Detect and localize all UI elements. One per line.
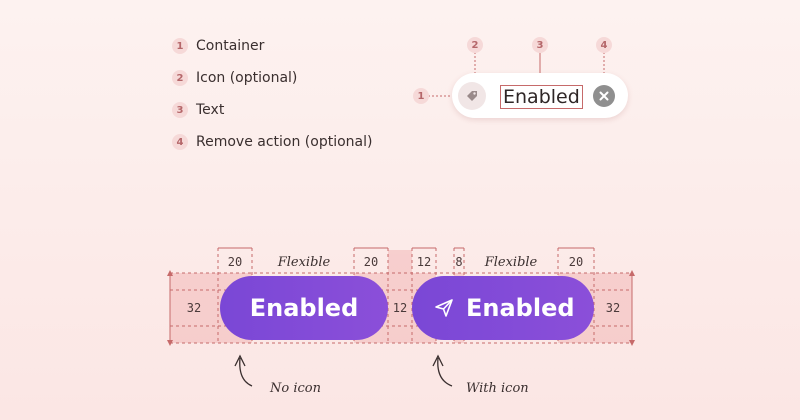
legend-number: 3 xyxy=(172,102,188,118)
close-icon xyxy=(593,85,615,107)
chip-label: Enabled xyxy=(466,294,575,322)
dim-gap: 12 xyxy=(393,301,407,315)
dim-flexible-1: Flexible xyxy=(277,255,331,270)
legend-item-remove-action: 4 Remove action (optional) xyxy=(172,132,372,152)
legend-label: Icon (optional) xyxy=(196,70,298,86)
chip-with-icon: Enabled xyxy=(412,276,594,340)
legend-number: 1 xyxy=(172,38,188,54)
dim-flexible-2: Flexible xyxy=(484,255,538,270)
callout-container: 1 xyxy=(413,88,429,104)
caption-with-icon: With icon xyxy=(466,381,529,396)
legend-item-text: 3 Text xyxy=(172,100,224,120)
example-chip-text: Enabled xyxy=(500,85,583,109)
dim-padding-right: 20 xyxy=(364,255,378,269)
legend-number: 4 xyxy=(172,134,188,150)
dim-icon-text-gap: 8 xyxy=(455,255,462,269)
send-icon xyxy=(434,298,454,318)
chip-no-icon: Enabled xyxy=(220,276,388,340)
dim-icon-padding: 12 xyxy=(417,255,431,269)
callout-remove: 4 xyxy=(596,37,612,53)
dim-padding-right-2: 20 xyxy=(569,255,583,269)
legend-item-icon: 2 Icon (optional) xyxy=(172,68,297,88)
legend-label: Text xyxy=(196,102,225,118)
dim-height-right: 32 xyxy=(606,301,620,315)
legend-label: Remove action (optional) xyxy=(196,134,373,150)
chip-label: Enabled xyxy=(249,294,359,322)
callout-text: 3 xyxy=(532,37,548,53)
dim-height-left: 32 xyxy=(187,301,201,315)
tag-icon xyxy=(458,82,486,110)
legend-label: Container xyxy=(196,38,265,54)
dim-padding-left: 20 xyxy=(228,255,242,269)
caption-no-icon: No icon xyxy=(269,381,321,396)
legend-number: 2 xyxy=(172,70,188,86)
legend-item-container: 1 Container xyxy=(172,36,264,56)
callout-icon: 2 xyxy=(467,37,483,53)
